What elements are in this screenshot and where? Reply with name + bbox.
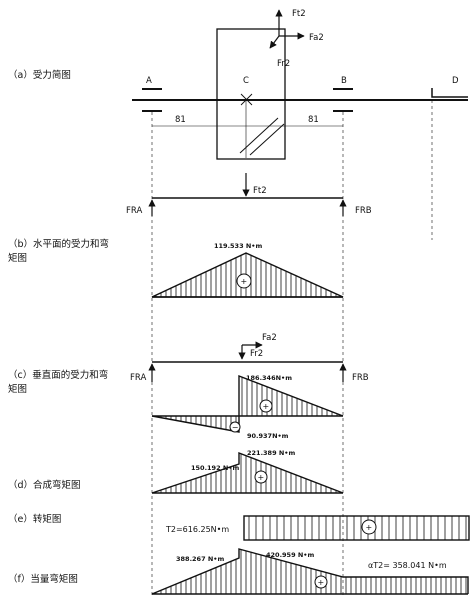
force-fr2-label: Fr2	[277, 59, 290, 69]
torque-hatch	[248, 516, 467, 540]
reaction-fra-b-label: FRA	[126, 206, 142, 216]
force-fa2-c-label: Fa2	[262, 333, 277, 343]
reaction-frb-c-label: FRB	[352, 373, 369, 383]
moment-hatch-d	[155, 453, 337, 493]
moment-value-d-right: 221.389 N•m	[247, 449, 295, 457]
gear-body	[216, 28, 286, 160]
moment-diagram-c-pos	[238, 374, 344, 417]
panel-f: （f）当量弯矩图 388.267 N•m 420.959 N•m αT2= 35…	[8, 548, 469, 595]
panel-e: （e）转矩图 T2=616.25N•m +	[8, 513, 470, 541]
point-d-label: D	[452, 76, 459, 86]
panel-c: Fa2 Fr2 FRA FRB （c）垂直面的受力和弯 矩图 186.346N•…	[8, 333, 369, 440]
positive-sign-d-text: +	[258, 473, 265, 482]
gear-tooth-line-2	[249, 123, 285, 156]
moment-hatch-c	[155, 377, 338, 432]
force-ft2-b-label: Ft2	[253, 186, 267, 196]
torque-diagram	[243, 515, 470, 541]
positive-sign-e-text: +	[366, 523, 373, 532]
panel-b: Ft2 FRA FRB （b）水平面的受力和弯 矩图 119.533 N•m +	[8, 173, 372, 298]
positive-sign-f	[314, 575, 328, 589]
caption-a: （a）受力简图	[8, 69, 71, 81]
caption-e: （e）转矩图	[8, 513, 61, 525]
force-fr2-c-label: Fr2	[250, 349, 263, 359]
point-c-label: C	[243, 76, 249, 86]
force-ft2-label: Ft2	[292, 9, 306, 19]
reaction-frb-b-label: FRB	[355, 206, 372, 216]
caption-f: （f）当量弯矩图	[8, 573, 78, 585]
force-fr2-arrow	[269, 35, 280, 49]
moment-value-c-bottom: 90.937N•m	[247, 432, 289, 440]
positive-sign-c	[259, 399, 273, 413]
caption-c-line1: （c）垂直面的受力和弯	[8, 369, 108, 381]
positive-sign-d	[254, 470, 268, 484]
negative-sign-c	[229, 421, 241, 433]
moment-value-d-left: 150.192 N•m	[191, 464, 239, 472]
positive-sign-b-text: +	[241, 277, 248, 286]
gear-tooth-line-1	[239, 117, 279, 154]
panel-d: （d）合成弯矩图 150.192 N•m 221.389 N•m +	[8, 449, 344, 494]
point-b-label: B	[341, 76, 347, 86]
projection-lines	[151, 100, 433, 596]
point-a-label: A	[146, 76, 152, 86]
positive-sign-e	[361, 519, 377, 535]
caption-b-line2: 矩图	[8, 252, 27, 264]
positive-sign-b	[236, 273, 252, 289]
moment-value-c-top: 186.346N•m	[246, 374, 292, 382]
positive-sign-c-text: +	[263, 402, 270, 411]
dimension-left: 81	[175, 115, 186, 125]
positive-sign-f-text: +	[318, 578, 325, 587]
caption-b-line1: （b）水平面的受力和弯	[8, 238, 109, 250]
gear-center-mark-2	[240, 93, 253, 106]
reaction-fra-c-label: FRA	[130, 373, 146, 383]
equivalent-torque-value: αT2= 358.041 N•m	[368, 561, 447, 570]
caption-d: （d）合成弯矩图	[8, 479, 81, 491]
panel-a: （a）受力简图 A C B D Ft2 Fa2 Fr2 81 81	[8, 9, 468, 160]
moment-hatch-f	[155, 549, 467, 594]
caption-c-line2: 矩图	[8, 383, 27, 395]
torque-value: T2=616.25N•m	[165, 525, 229, 534]
force-fa2-label: Fa2	[309, 33, 324, 43]
shaft-end-d	[431, 88, 468, 98]
moment-value-b: 119.533 N•m	[214, 242, 262, 250]
negative-sign-c-text: −	[232, 423, 239, 432]
moment-value-f-right: 420.959 N•m	[266, 551, 314, 559]
moment-value-f-left: 388.267 N•m	[176, 555, 224, 563]
dimension-right: 81	[308, 115, 319, 125]
